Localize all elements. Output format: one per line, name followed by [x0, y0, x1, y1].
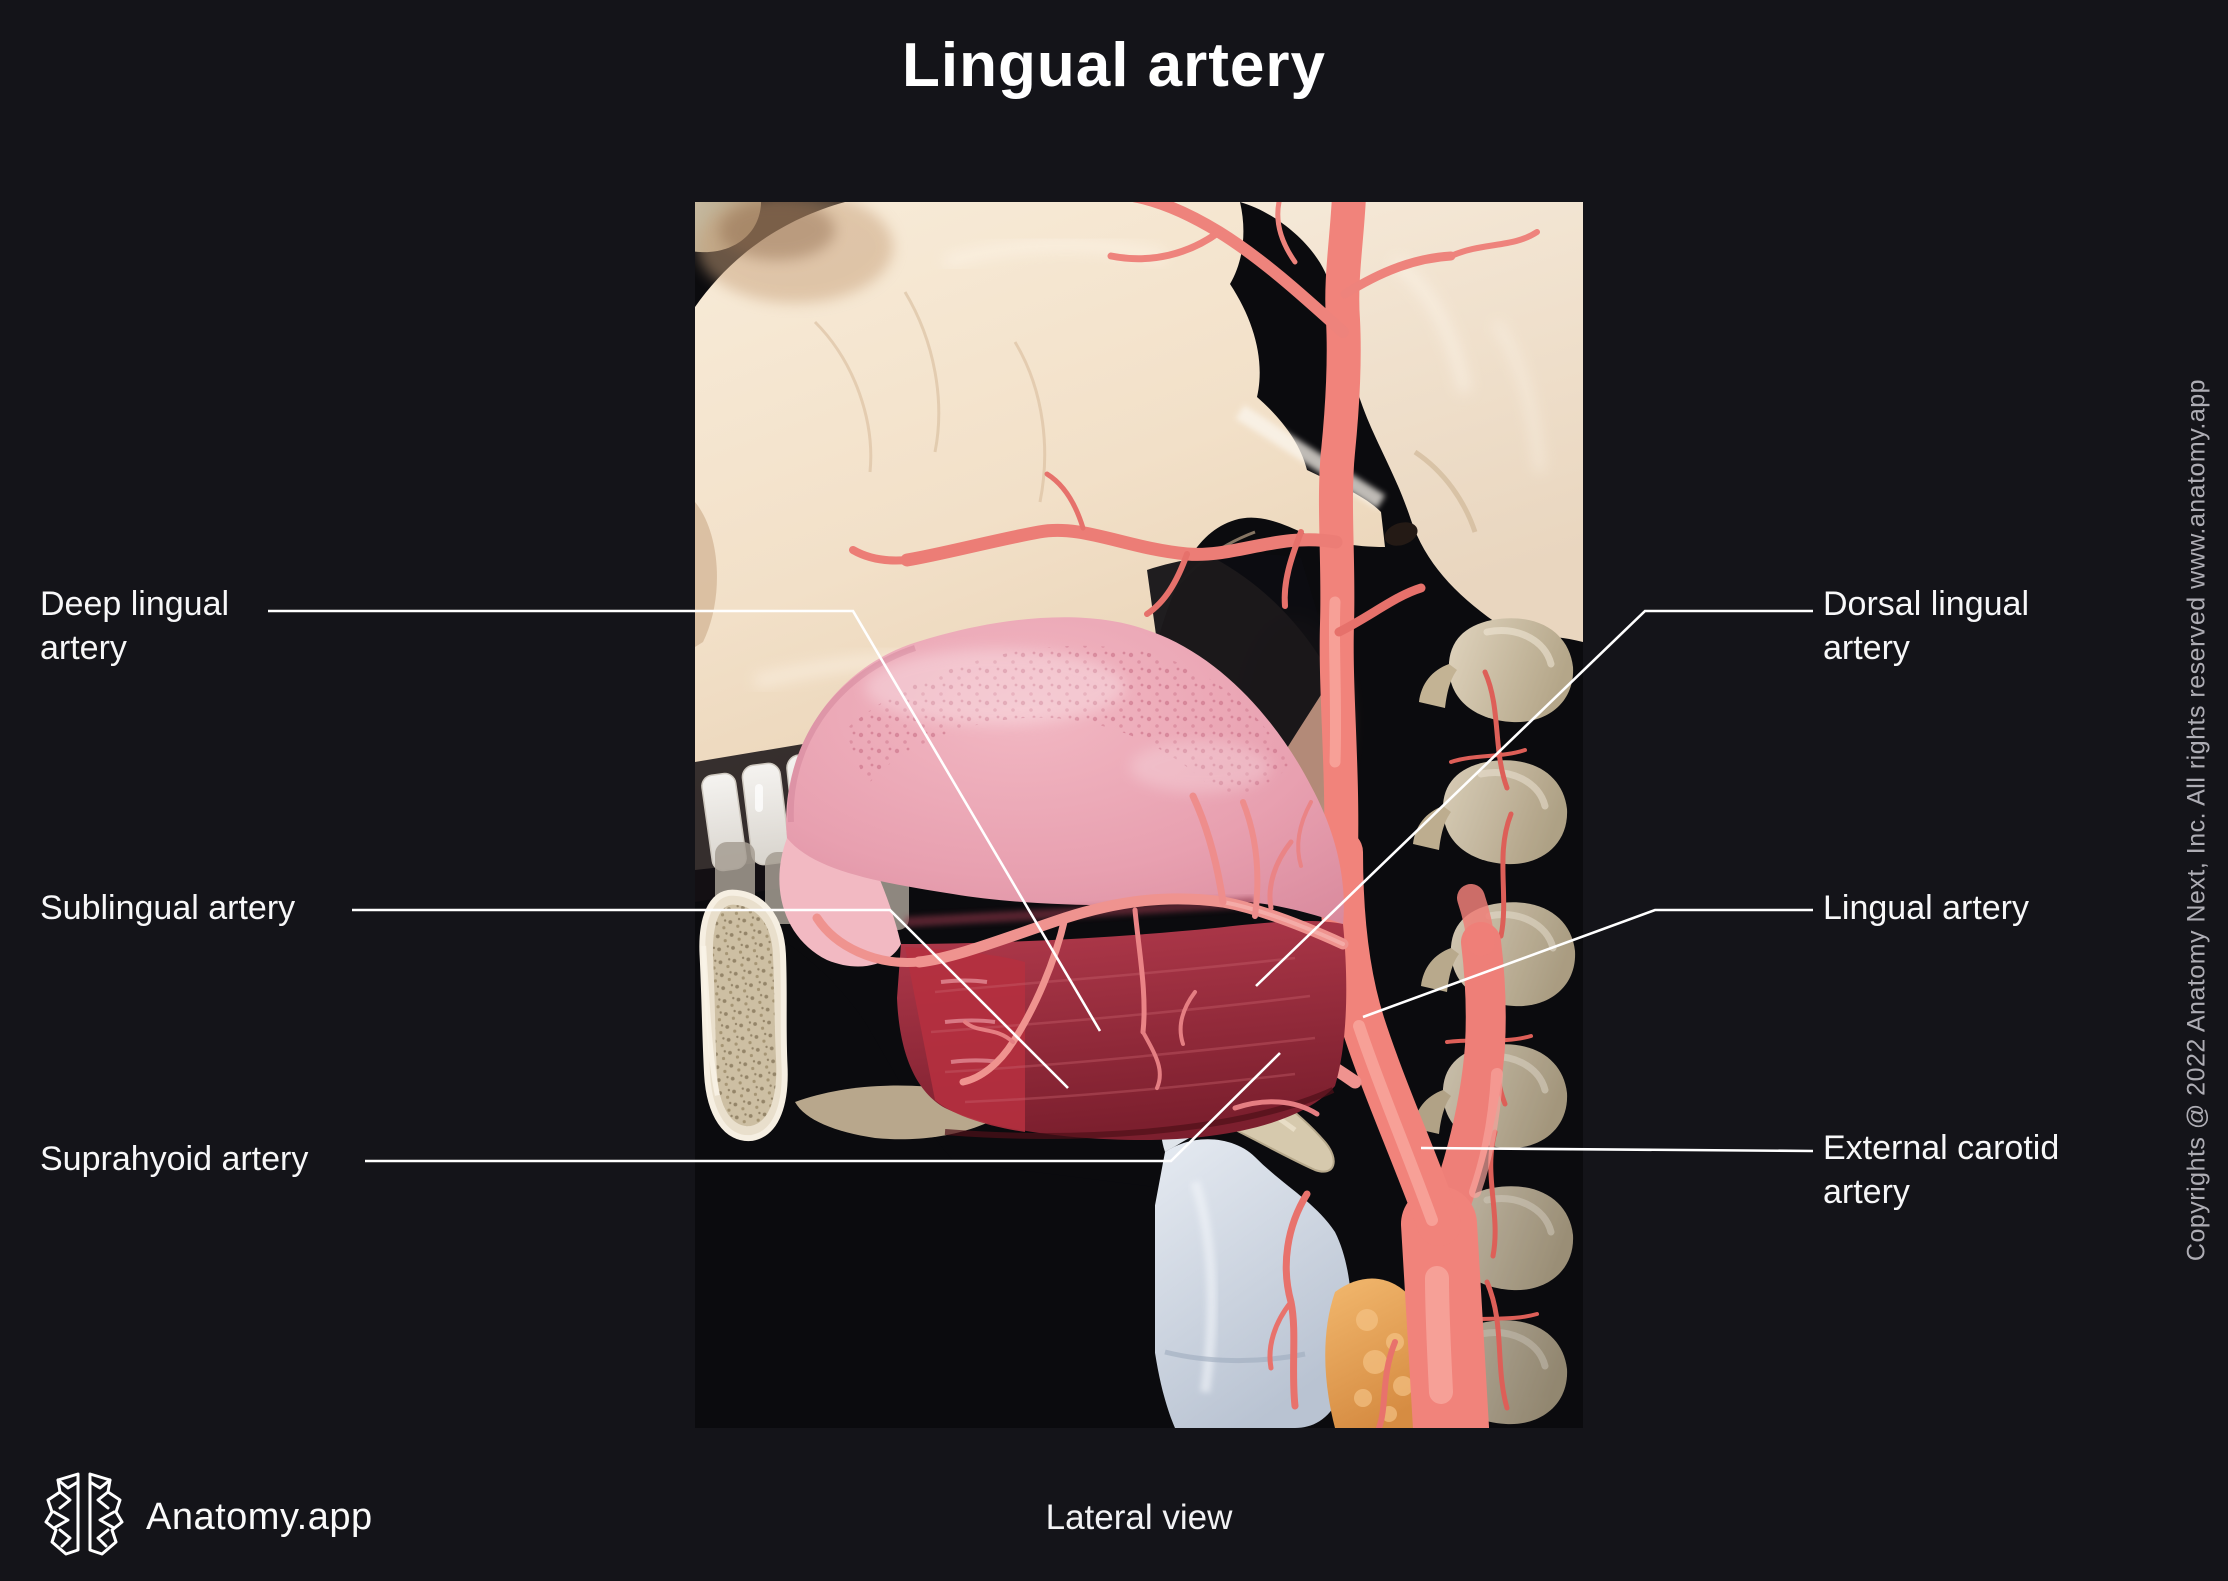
temporal-bone: [1165, 202, 1583, 642]
anatomy-illustration-svg: [695, 202, 1583, 1428]
anatomy-illustration: [695, 202, 1583, 1428]
laryngeal-arteries: [1267, 1190, 1398, 1428]
label-dorsal-lingual-artery: Dorsal lingual artery: [1823, 585, 2029, 667]
label-lingual-artery: Lingual artery: [1823, 889, 2030, 927]
view-label: Lateral view: [1045, 1498, 1233, 1537]
label-sublingual-artery: Sublingual artery: [40, 889, 296, 927]
copyright-text: Copyrights @ 2022 Anatomy Next, Inc. All…: [2182, 378, 2211, 1262]
label-deep-lingual-artery: Deep lingual artery: [40, 585, 230, 667]
label-external-carotid-artery: External carotid artery: [1823, 1129, 2060, 1211]
brand-name: Anatomy.app: [146, 1496, 373, 1538]
page-title: Lingual artery: [902, 31, 1326, 100]
label-suprahyoid-artery: Suprahyoid artery: [40, 1140, 309, 1178]
anatomy-brain-logo-icon: [44, 1472, 124, 1556]
